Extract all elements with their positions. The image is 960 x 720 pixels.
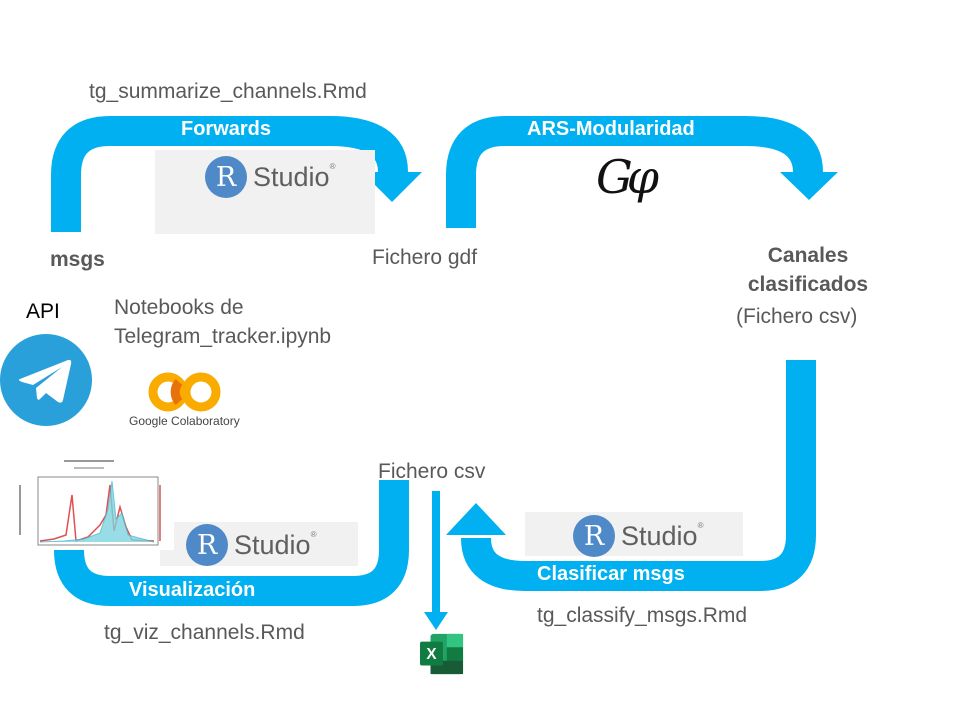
rstudio-r-icon: R	[573, 515, 615, 557]
forwards-label: Forwards	[181, 118, 272, 140]
ars-arrow-path	[446, 116, 823, 228]
gdf-file-label: Fichero gdf	[372, 246, 478, 269]
excel-icon: X	[420, 633, 464, 675]
csv-paren-label: (Fichero csv)	[736, 305, 858, 328]
notebooks-line2: Telegram_tracker.ipynb	[114, 325, 332, 348]
summarize-script-label: tg_summarize_channels.Rmd	[89, 80, 367, 103]
visualizacion-arrow-path	[54, 480, 409, 606]
chart-thumbnail	[14, 455, 174, 550]
excel-arrow-shaft	[432, 491, 440, 616]
telegram-icon	[0, 334, 92, 426]
rstudio-logo: R Studio®	[186, 524, 316, 566]
colab-icon	[148, 372, 221, 412]
visualizacion-label: Visualización	[129, 579, 256, 601]
colab-caption: Google Colaboratory	[129, 414, 240, 428]
rstudio-word: Studio®	[234, 529, 317, 560]
canales-label: Canales clasificados	[747, 244, 869, 296]
excel-arrowhead	[424, 612, 448, 630]
viz-script-label: tg_viz_channels.Rmd	[104, 621, 305, 644]
rstudio-r-icon: R	[186, 524, 228, 566]
csv-file-label: Fichero csv	[378, 460, 486, 483]
rstudio-logo: R Studio®	[205, 156, 335, 198]
rstudio-panel-right	[525, 512, 743, 556]
rstudio-word: Studio®	[621, 520, 704, 551]
forwards-arrow-path	[51, 116, 408, 232]
ars-arrowhead	[780, 172, 838, 200]
rstudio-r-icon: R	[205, 156, 247, 198]
ars-label: ARS-Modularidad	[527, 118, 695, 140]
gephi-logo: Gφ	[596, 150, 659, 204]
classify-script-label: tg_classify_msgs.Rmd	[537, 604, 748, 627]
msgs-label: msgs	[50, 248, 105, 271]
notebooks-line1: Notebooks de	[114, 296, 244, 319]
api-label: API	[26, 300, 60, 323]
forwards-arrowhead	[362, 172, 422, 202]
clasificar-arrow-path	[461, 360, 816, 591]
excel-letter: X	[426, 646, 437, 663]
rstudio-logo: R Studio®	[573, 515, 703, 557]
rstudio-word: Studio®	[253, 161, 336, 192]
rstudio-panel-top: R Studio®	[155, 150, 375, 234]
clasificar-label: Clasificar msgs	[537, 563, 685, 585]
clasificar-arrowhead	[446, 503, 506, 535]
